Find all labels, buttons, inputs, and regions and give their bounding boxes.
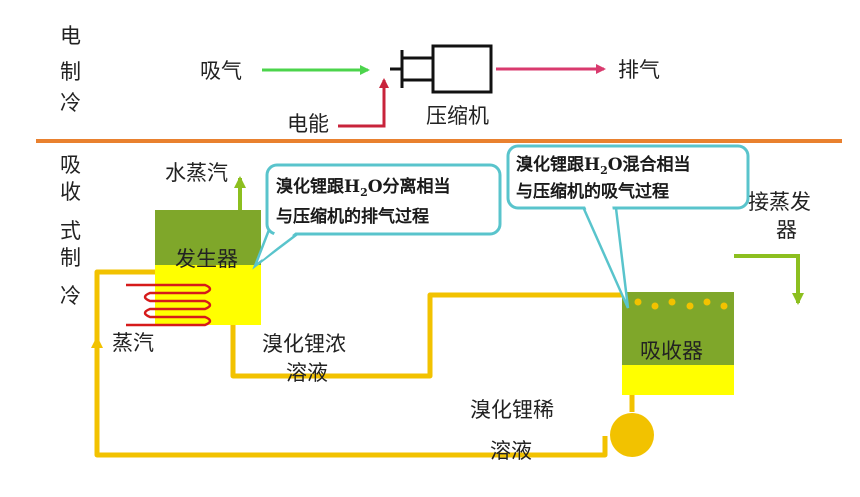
evaporator-label-line-2: 器: [776, 218, 797, 242]
pump-icon: [610, 413, 654, 457]
absorption-section-label: 吸 收 式 制 冷: [60, 153, 81, 308]
callout-right-line-2: 与压缩机的吸气过程: [516, 181, 669, 202]
compressor-label: 压缩机: [426, 104, 489, 128]
concentrated-label-line-1: 溴化锂浓: [262, 332, 346, 356]
dilute-pipe: [94, 269, 608, 458]
dilute-label-line-1: 溴化锂稀: [470, 398, 554, 422]
absorption-label-char-3: 式: [60, 219, 81, 243]
callout-right: 溴化锂跟H2O混合相当 与压缩机的吸气过程: [506, 144, 750, 309]
generator-label: 发生器: [175, 247, 238, 271]
power-label: 电能: [287, 112, 329, 136]
concentrated-pipe: [230, 292, 625, 379]
heater-coil-icon: [126, 283, 212, 327]
evaporator-inlet-arrow: [734, 254, 804, 305]
absorber-spray-dots: [634, 298, 728, 310]
intake-label: 吸气: [200, 59, 242, 83]
vapor-label: 水蒸汽: [165, 161, 228, 185]
concentrated-label-line-2: 溶液: [286, 361, 328, 385]
power-arrow: [338, 78, 389, 128]
electric-label-char-1: 电: [60, 24, 81, 48]
absorber-bottom: [622, 365, 734, 395]
electric-section-label: 电 制 冷: [60, 24, 81, 115]
steam-label: 蒸汽: [112, 331, 154, 355]
callout-left: 溴化锂跟H2O分离相当 与压缩机的排气过程: [252, 163, 502, 270]
solution-pipes: [94, 269, 625, 458]
dilute-label-line-2: 溶液: [490, 439, 532, 463]
electric-label-char-2: 制: [60, 60, 81, 84]
absorption-label-char-1: 吸: [60, 153, 81, 177]
evaporator-label-line-1: 接蒸发: [748, 190, 811, 214]
electric-label-char-3: 冷: [60, 91, 81, 115]
absorption-label-char-2: 收: [60, 180, 81, 204]
callout-left-line-1: 溴化锂跟H2O分离相当: [276, 176, 451, 199]
absorption-label-char-4: 制: [60, 246, 81, 270]
callout-right-line-1: 溴化锂跟H2O混合相当: [516, 154, 691, 177]
generator-vapor-space: [155, 210, 261, 265]
compressor-icon: [390, 44, 493, 94]
generator-solution: [155, 265, 261, 325]
exhaust-label: 排气: [618, 58, 660, 82]
absorber-label: 吸收器: [640, 339, 703, 363]
absorption-label-char-5: 冷: [60, 284, 81, 308]
callout-left-line-2: 与压缩机的排气过程: [276, 206, 429, 227]
